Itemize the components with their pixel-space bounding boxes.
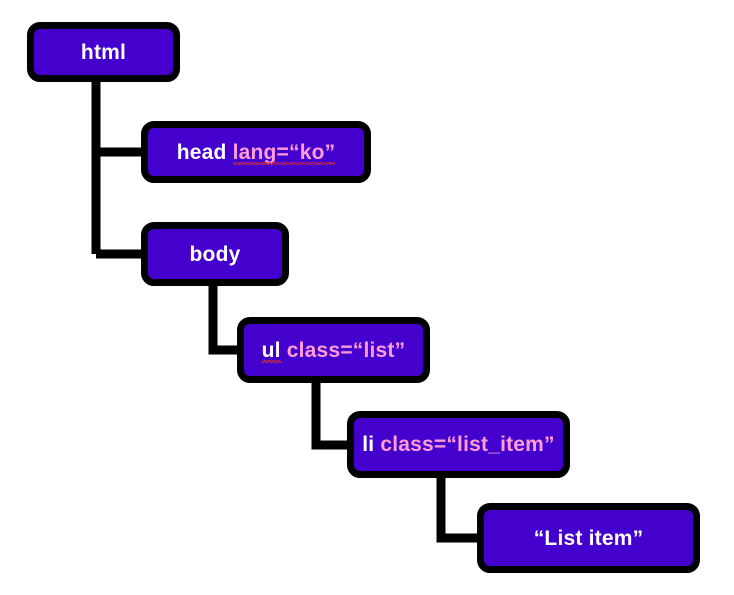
node-head[interactable]: head lang=“ko”	[141, 121, 371, 183]
node-html-tag: html	[80, 40, 127, 64]
node-html[interactable]: html	[27, 22, 180, 82]
node-text-content-label: “List item”	[534, 528, 644, 549]
node-li-tag: li	[362, 433, 375, 456]
node-body-tag: body	[189, 242, 241, 266]
node-text-content-value: “List item”	[533, 526, 644, 550]
node-body[interactable]: body	[141, 222, 289, 286]
node-html-label: html	[81, 42, 126, 63]
node-li-attribute: class=“list_item”	[380, 433, 555, 456]
node-ul-attribute: class=“list”	[286, 338, 406, 362]
node-body-label: body	[190, 244, 241, 265]
node-li-label: li class=“list_item”	[362, 434, 555, 455]
node-ul-label: ul class=“list”	[261, 338, 406, 363]
node-head-tag: head	[176, 140, 227, 164]
node-ul[interactable]: ul class=“list”	[237, 317, 430, 383]
node-head-label: head lang=“ko”	[176, 140, 336, 165]
node-li[interactable]: li class=“list_item”	[347, 411, 570, 478]
node-head-attribute: lang=“ko”	[232, 140, 336, 165]
node-text-content[interactable]: “List item”	[477, 503, 700, 573]
node-ul-tag: ul	[261, 338, 281, 363]
